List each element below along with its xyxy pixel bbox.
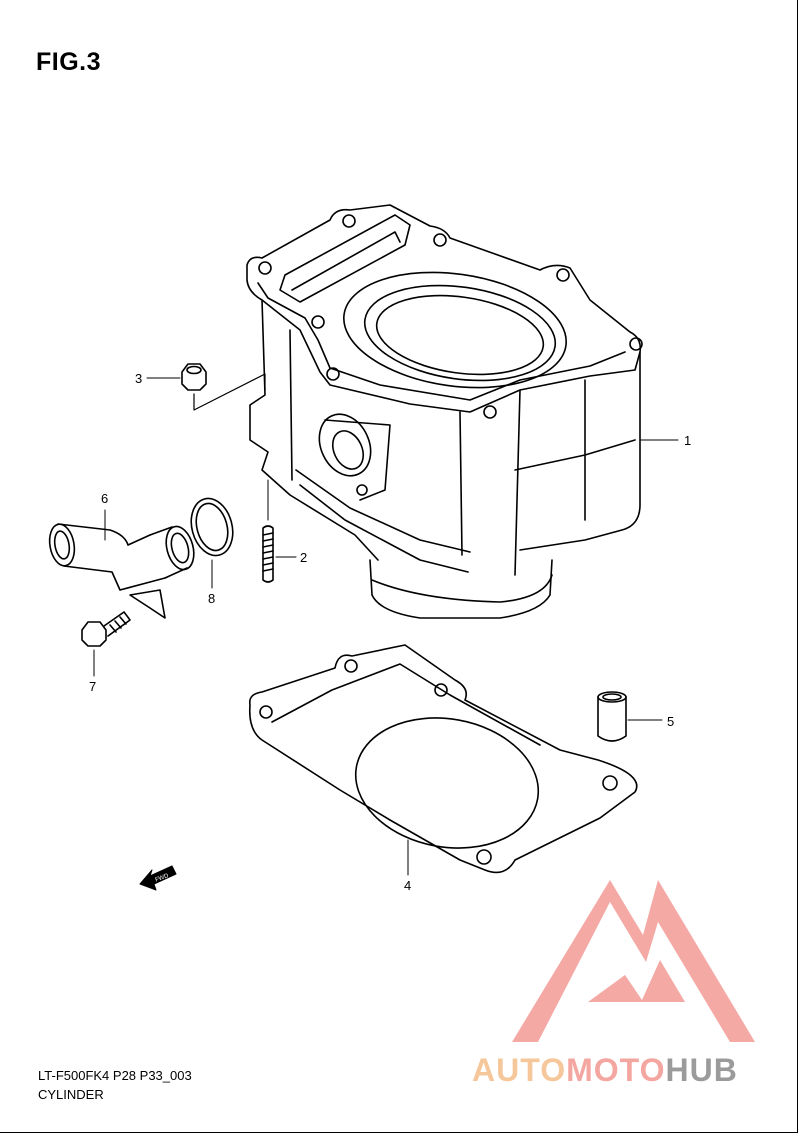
diagram-name: CYLINDER	[38, 1087, 104, 1102]
figure-title: FIG.3	[36, 48, 102, 76]
callout-3: 3	[135, 371, 143, 386]
stud-bolt-part	[262, 479, 297, 583]
base-gasket-part	[248, 644, 638, 876]
callout-5: 5	[667, 714, 675, 729]
watermark-part-moto: MOTO	[566, 1052, 666, 1088]
dowel-pin-part	[597, 691, 663, 742]
fwd-arrow-icon: FWD	[139, 865, 177, 891]
o-ring-part	[190, 497, 234, 589]
watermark-part-hub: HUB	[665, 1052, 738, 1088]
watermark-part-auto: AUTO	[472, 1052, 567, 1088]
callout-8: 8	[208, 591, 216, 606]
callout-4: 4	[404, 878, 412, 893]
callout-1: 1	[684, 433, 692, 448]
callout-7: 7	[89, 679, 97, 694]
watermark-logo	[512, 880, 755, 1042]
callout-2: 2	[300, 550, 308, 565]
diagram-code: LT-F500FK4 P28 P33_003	[38, 1068, 192, 1083]
cylinder-block	[246, 204, 679, 619]
water-pipe-part	[48, 509, 195, 619]
callout-6: 6	[101, 491, 109, 506]
nut-part	[146, 363, 266, 411]
watermark-brand: AUTOMOTOHUB	[472, 1052, 738, 1089]
bolt-part	[81, 611, 131, 677]
fwd-arrow-label: FWD	[155, 873, 171, 884]
